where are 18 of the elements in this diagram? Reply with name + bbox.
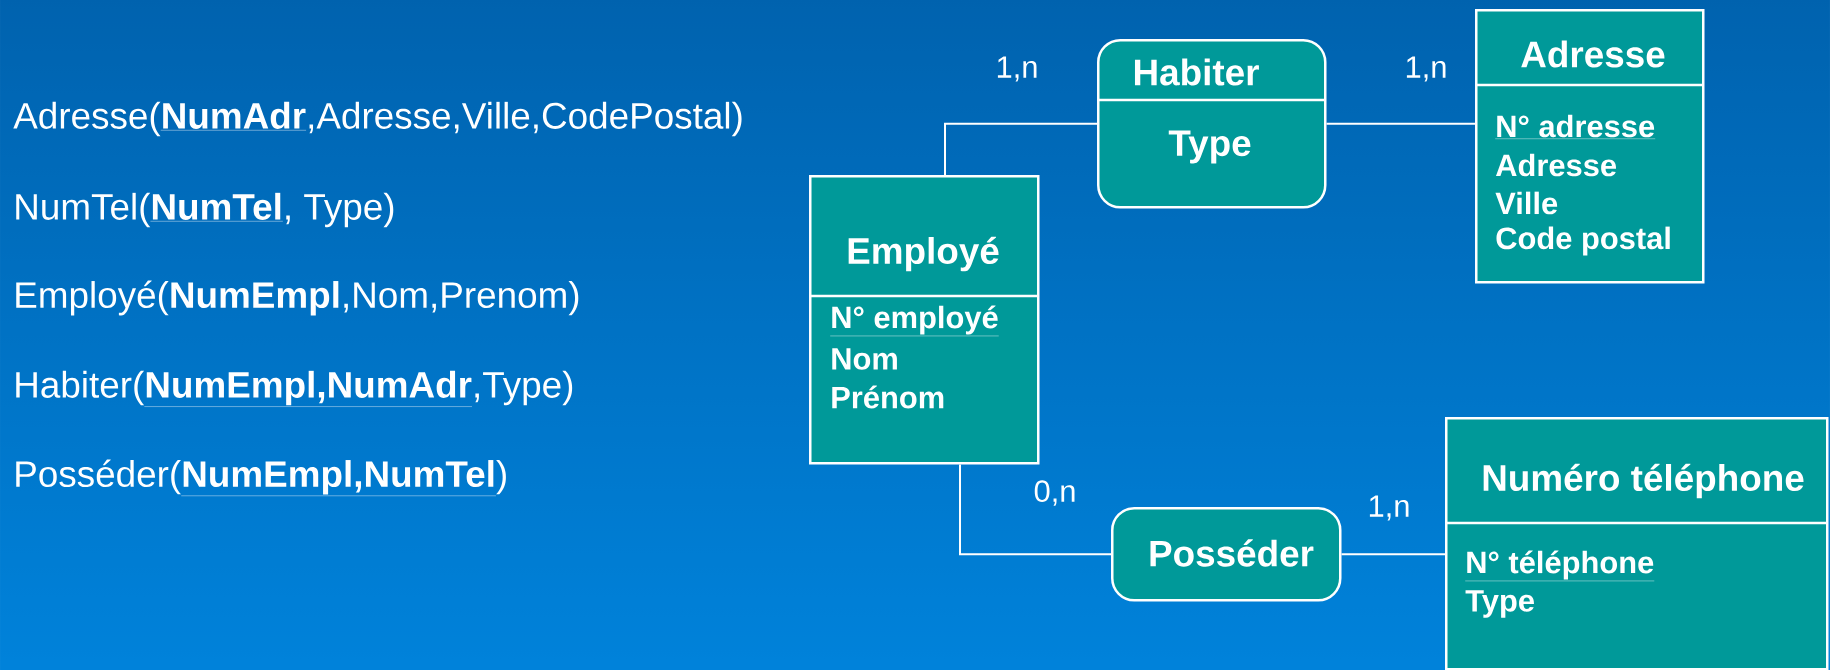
cardinality-label: 1,n <box>1369 495 1409 521</box>
entity-box: Adresse N° adresse Adresse Ville Code postal <box>1475 9 1705 284</box>
entity-box: Employé N° employé Nom Prénom <box>809 175 1040 465</box>
connector-line <box>1325 122 1476 125</box>
relation-schema: Adresse(NumAdr,Adresse,Ville,CodePostal) <box>13 101 742 137</box>
entity-box: Numéro téléphone N° téléphone Type <box>1445 417 1829 670</box>
cardinality-label: 0,n <box>1034 480 1075 506</box>
relationship-box: Posséder <box>1111 507 1342 602</box>
connector-line <box>1340 553 1446 556</box>
connector-line <box>959 463 1112 556</box>
relationship-box: Habiter Type <box>1097 39 1327 209</box>
relation-schema: Habiter(NumEmpl,NumAdr,Type) <box>16 370 573 407</box>
relation-schema: Posséder(NumEmpl,NumTel) <box>16 459 506 496</box>
cardinality-label: 1,n <box>997 56 1037 82</box>
cardinality-label: 1,n <box>1406 56 1446 82</box>
connector-line <box>944 122 1098 176</box>
relation-schema: Employé(NumEmpl,Nom,Prenom) <box>16 280 579 316</box>
relation-schema: NumTel(NumTel, Type) <box>16 192 394 228</box>
